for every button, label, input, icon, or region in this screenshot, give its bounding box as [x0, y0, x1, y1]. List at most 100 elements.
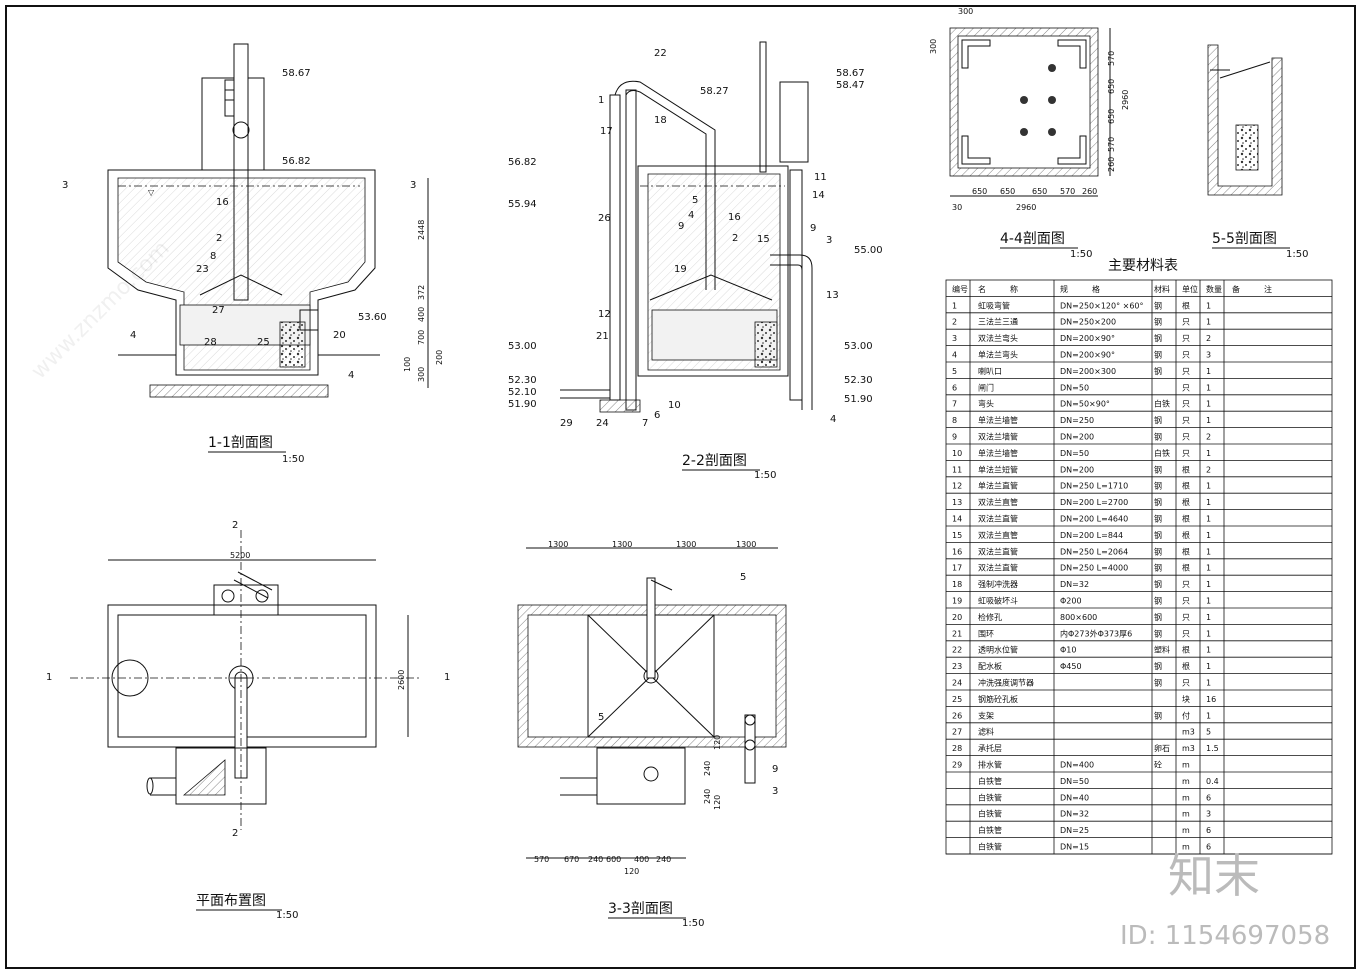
- elev-label: 55.94: [508, 199, 537, 210]
- table-cell: DN=200 L=4640: [1060, 515, 1128, 524]
- table-cell: 只: [1182, 580, 1190, 589]
- table-cell: 14: [952, 515, 962, 524]
- table-cell: 弯头: [978, 399, 994, 409]
- table-cell: 只: [1182, 351, 1190, 360]
- table-cell: 11: [952, 465, 962, 474]
- dim-label: 372: [417, 285, 426, 300]
- callout: 2: [732, 233, 738, 244]
- table-cell: 双法兰直管: [978, 514, 1018, 524]
- table-cell: 12: [952, 482, 962, 491]
- callout: 16: [216, 197, 229, 208]
- table-cell: 1: [1206, 318, 1211, 327]
- callout: 11: [814, 172, 827, 183]
- table-cell: 根: [1182, 300, 1190, 310]
- table-cell: 只: [1182, 629, 1190, 638]
- callout: 7: [642, 418, 648, 429]
- table-cell: 800×600: [1060, 613, 1097, 622]
- callout: 20: [333, 330, 346, 341]
- table-cell: 只: [1182, 416, 1190, 425]
- table-cell: 白铁管: [978, 776, 1002, 786]
- table-cell: 1: [1206, 449, 1211, 458]
- callout: 19: [674, 264, 687, 275]
- table-cell: DN=50: [1060, 777, 1089, 786]
- table-cell: 20: [952, 613, 962, 622]
- section-mark: 2: [232, 828, 238, 839]
- section-4-4: 650 650 650 570 260 2960 30 570 650 650 …: [929, 7, 1130, 260]
- scale-label: 1:50: [282, 454, 304, 465]
- table-header-cell: 规 格: [1060, 284, 1100, 294]
- dim-label: 240: [588, 855, 603, 864]
- table-cell: 卵石: [1154, 743, 1170, 753]
- table-cell: m3: [1182, 744, 1195, 753]
- section-mark: 3: [410, 180, 416, 191]
- table-cell: 13: [952, 498, 962, 507]
- section-2-2: 22 58.27 58.67 58.47 56.82 55.94 55.00 5…: [508, 41, 883, 481]
- table-cell: 1: [1206, 597, 1211, 606]
- elev-label: 58.67: [282, 68, 311, 79]
- table-cell: 塑料: [1154, 645, 1170, 655]
- table-cell: 内Φ273外Φ373厚6: [1060, 628, 1132, 638]
- table-cell: 1: [1206, 629, 1211, 638]
- table-cell: 钢: [1154, 481, 1162, 491]
- dim-label: 240: [703, 761, 712, 776]
- table-cell: 8: [952, 416, 957, 425]
- watermark-site: www.znzmo.com: [27, 236, 175, 384]
- table-cell: 只: [1182, 449, 1190, 458]
- table-cell: 1: [1206, 580, 1211, 589]
- table-header-cell: 单位: [1182, 284, 1198, 294]
- dim-label: 1300: [676, 540, 696, 549]
- elev-label: 58.27: [700, 86, 729, 97]
- elev-label: 55.00: [854, 245, 883, 256]
- table-cell: 钢: [1154, 350, 1162, 360]
- callout: 2: [216, 233, 222, 244]
- dim-label: 400: [417, 307, 426, 322]
- table-cell: 支架: [978, 710, 994, 720]
- table-cell: 冲洗强度调节器: [978, 678, 1034, 688]
- table-cell: 围环: [978, 629, 994, 638]
- dim-label: 120: [624, 867, 639, 876]
- dim-label: 700: [417, 330, 426, 345]
- section-title: 5-5剖面图: [1212, 231, 1277, 247]
- table-cell: 6: [1206, 793, 1211, 802]
- dim-label: 600: [606, 855, 621, 864]
- callout: 22: [654, 48, 667, 59]
- dim-label: 400: [634, 855, 649, 864]
- table-cell: 28: [952, 744, 962, 753]
- dim-label: 120: [713, 795, 722, 810]
- table-cell: 只: [1182, 679, 1190, 688]
- table-cell: 透明水位管: [978, 645, 1018, 655]
- table-cell: 白铁管: [978, 792, 1002, 802]
- elev-label: 52.30: [508, 375, 537, 386]
- callout: 21: [596, 331, 609, 342]
- table-cell: 钢: [1154, 596, 1162, 606]
- table-cell: 白铁: [1154, 448, 1170, 458]
- table-cell: 双法兰直管: [978, 546, 1018, 556]
- elev-label: 58.67: [836, 68, 865, 79]
- table-cell: 钢: [1154, 628, 1162, 638]
- elev-label: 51.90: [508, 399, 537, 410]
- table-cell: 1: [1206, 400, 1211, 409]
- dim-label: 100: [403, 357, 412, 372]
- table-cell: DN=250 L=4000: [1060, 564, 1128, 573]
- section-mark: 2: [232, 520, 238, 531]
- table-cell: 根: [1182, 481, 1190, 491]
- table-cell: 27: [952, 728, 962, 737]
- table-cell: 1: [1206, 662, 1211, 671]
- elev-label: 56.82: [282, 156, 311, 167]
- table-cell: 双法兰直管: [978, 530, 1018, 540]
- table-cell: 1: [1206, 547, 1211, 556]
- table-cell: 钢: [1154, 710, 1162, 720]
- table-cell: DN=25: [1060, 826, 1089, 835]
- table-cell: 钢: [1154, 415, 1162, 425]
- table-cell: 只: [1182, 400, 1190, 409]
- table-cell: 10: [952, 449, 962, 458]
- table-header-cell: 数量: [1206, 284, 1222, 294]
- scale-label: 1:50: [754, 470, 776, 481]
- elev-label: 53.00: [508, 341, 537, 352]
- callout: 4: [830, 414, 836, 425]
- table-cell: 16: [1206, 695, 1216, 704]
- callout: 10: [668, 400, 681, 411]
